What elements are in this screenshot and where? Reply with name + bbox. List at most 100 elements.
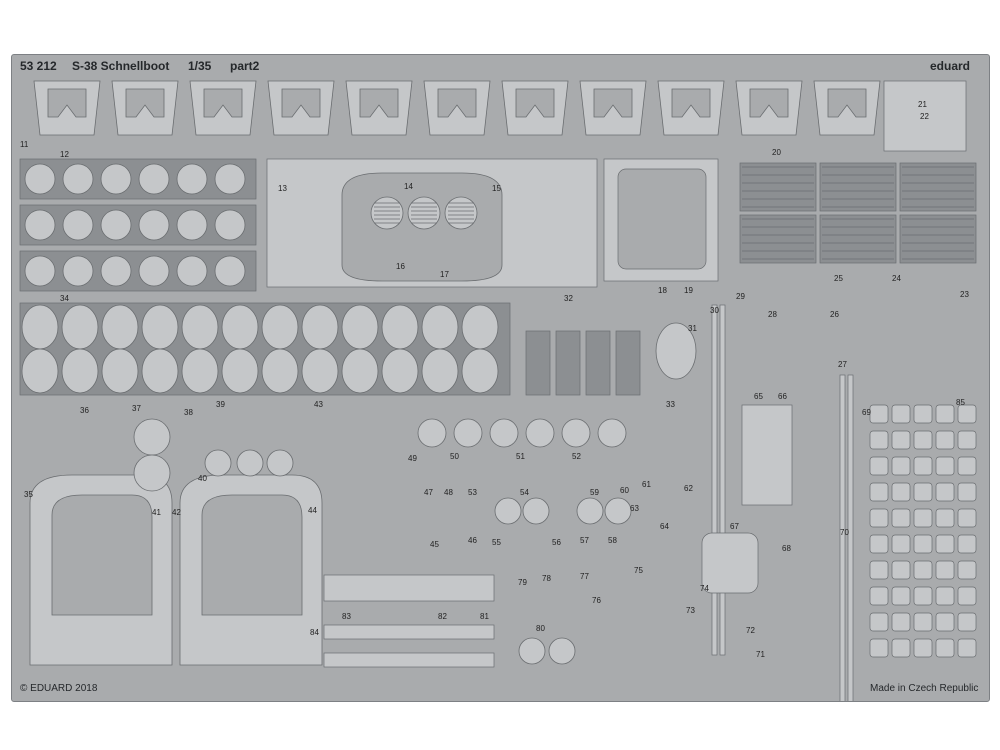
small-bracket <box>913 612 933 632</box>
bracket-cutout <box>437 88 477 118</box>
part-number-label: 76 <box>592 596 601 605</box>
small-bracket <box>891 560 911 580</box>
origin-text: Made in Czech Republic <box>870 683 979 694</box>
small-bracket <box>869 612 889 632</box>
long-strip <box>711 304 718 656</box>
part-number-label: 79 <box>518 578 527 587</box>
vent-grille <box>548 637 576 665</box>
strip-part <box>323 652 495 668</box>
capsule-part <box>221 304 259 350</box>
grille-part <box>585 330 611 396</box>
strip-part <box>323 624 495 640</box>
part-number-label: 25 <box>834 274 843 283</box>
capsule-part <box>341 304 379 350</box>
part-number-label: 73 <box>686 606 695 615</box>
small-bracket <box>869 482 889 502</box>
disc-part <box>24 163 56 195</box>
part-number-label: 72 <box>746 626 755 635</box>
bracket-cutout <box>203 88 243 118</box>
bracket-cutout <box>827 88 867 118</box>
part-number-label: 59 <box>590 488 599 497</box>
capsule-part <box>181 348 219 394</box>
small-bracket <box>957 586 977 606</box>
part-number-label: 57 <box>580 536 589 545</box>
small-bracket <box>869 560 889 580</box>
disc-part <box>62 163 94 195</box>
small-bracket <box>913 456 933 476</box>
small-bracket <box>935 508 955 528</box>
small-bracket <box>913 508 933 528</box>
disc-part <box>214 255 246 287</box>
small-bracket <box>957 638 977 658</box>
vent-grille <box>522 497 550 525</box>
mesh-panel <box>739 214 817 264</box>
capsule-part <box>101 348 139 394</box>
hatch-inner <box>617 168 707 270</box>
small-bracket <box>869 430 889 450</box>
capsule-part <box>301 348 339 394</box>
vent-grille <box>576 497 604 525</box>
disc-part <box>489 418 519 448</box>
disc-part <box>100 163 132 195</box>
small-bracket <box>935 612 955 632</box>
capsule-part <box>141 348 179 394</box>
bracket-cutout <box>671 88 711 118</box>
capsule-part <box>61 304 99 350</box>
small-bracket <box>869 508 889 528</box>
part-number-label: 50 <box>450 452 459 461</box>
disc-part <box>176 255 208 287</box>
capsule-part <box>381 304 419 350</box>
rect-panel <box>741 404 793 506</box>
corner-plate <box>883 80 967 152</box>
part-number-label: 70 <box>840 528 849 537</box>
part-number-label: 31 <box>688 324 697 333</box>
capsule-part <box>21 348 59 394</box>
disc-part <box>138 209 170 241</box>
disc-part <box>62 255 94 287</box>
capsule-part <box>421 348 459 394</box>
part-number-label: 64 <box>660 522 669 531</box>
small-bracket <box>869 456 889 476</box>
part-number-label: 83 <box>342 612 351 621</box>
round-grille <box>133 418 171 456</box>
bracket-cutout <box>593 88 633 118</box>
small-bracket <box>869 586 889 606</box>
rect-panel <box>701 532 759 594</box>
part-number-label: 48 <box>444 488 453 497</box>
small-bracket <box>891 508 911 528</box>
part-number-label: 21 <box>918 100 927 109</box>
small-bracket <box>957 508 977 528</box>
part-number-label: 58 <box>608 536 617 545</box>
part-number-label: 81 <box>480 612 489 621</box>
part-number-label: 26 <box>830 310 839 319</box>
small-bracket <box>869 404 889 424</box>
small-bracket <box>935 482 955 502</box>
vent-grille <box>236 449 264 477</box>
part-number-label: 54 <box>520 488 529 497</box>
small-bracket <box>913 482 933 502</box>
disc-part <box>138 163 170 195</box>
kit-part: part2 <box>230 59 260 73</box>
part-number-label: 66 <box>778 392 787 401</box>
small-bracket <box>913 430 933 450</box>
round-grille <box>133 454 171 492</box>
disc-part <box>214 163 246 195</box>
long-strip <box>719 304 726 656</box>
small-bracket <box>957 430 977 450</box>
part-number-label: 46 <box>468 536 477 545</box>
part-number-label: 68 <box>782 544 791 553</box>
part-number-label: 55 <box>492 538 501 547</box>
bracket-cutout <box>125 88 165 118</box>
long-strip <box>847 374 854 701</box>
grille-part <box>555 330 581 396</box>
vent-grille <box>204 449 232 477</box>
part-number-label: 52 <box>572 452 581 461</box>
part-number-label: 24 <box>892 274 901 283</box>
part-number-label: 80 <box>536 624 545 633</box>
small-bracket <box>935 638 955 658</box>
capsule-part <box>141 304 179 350</box>
small-bracket <box>891 430 911 450</box>
part-number-label: 41 <box>152 508 161 517</box>
bracket-cutout <box>749 88 789 118</box>
